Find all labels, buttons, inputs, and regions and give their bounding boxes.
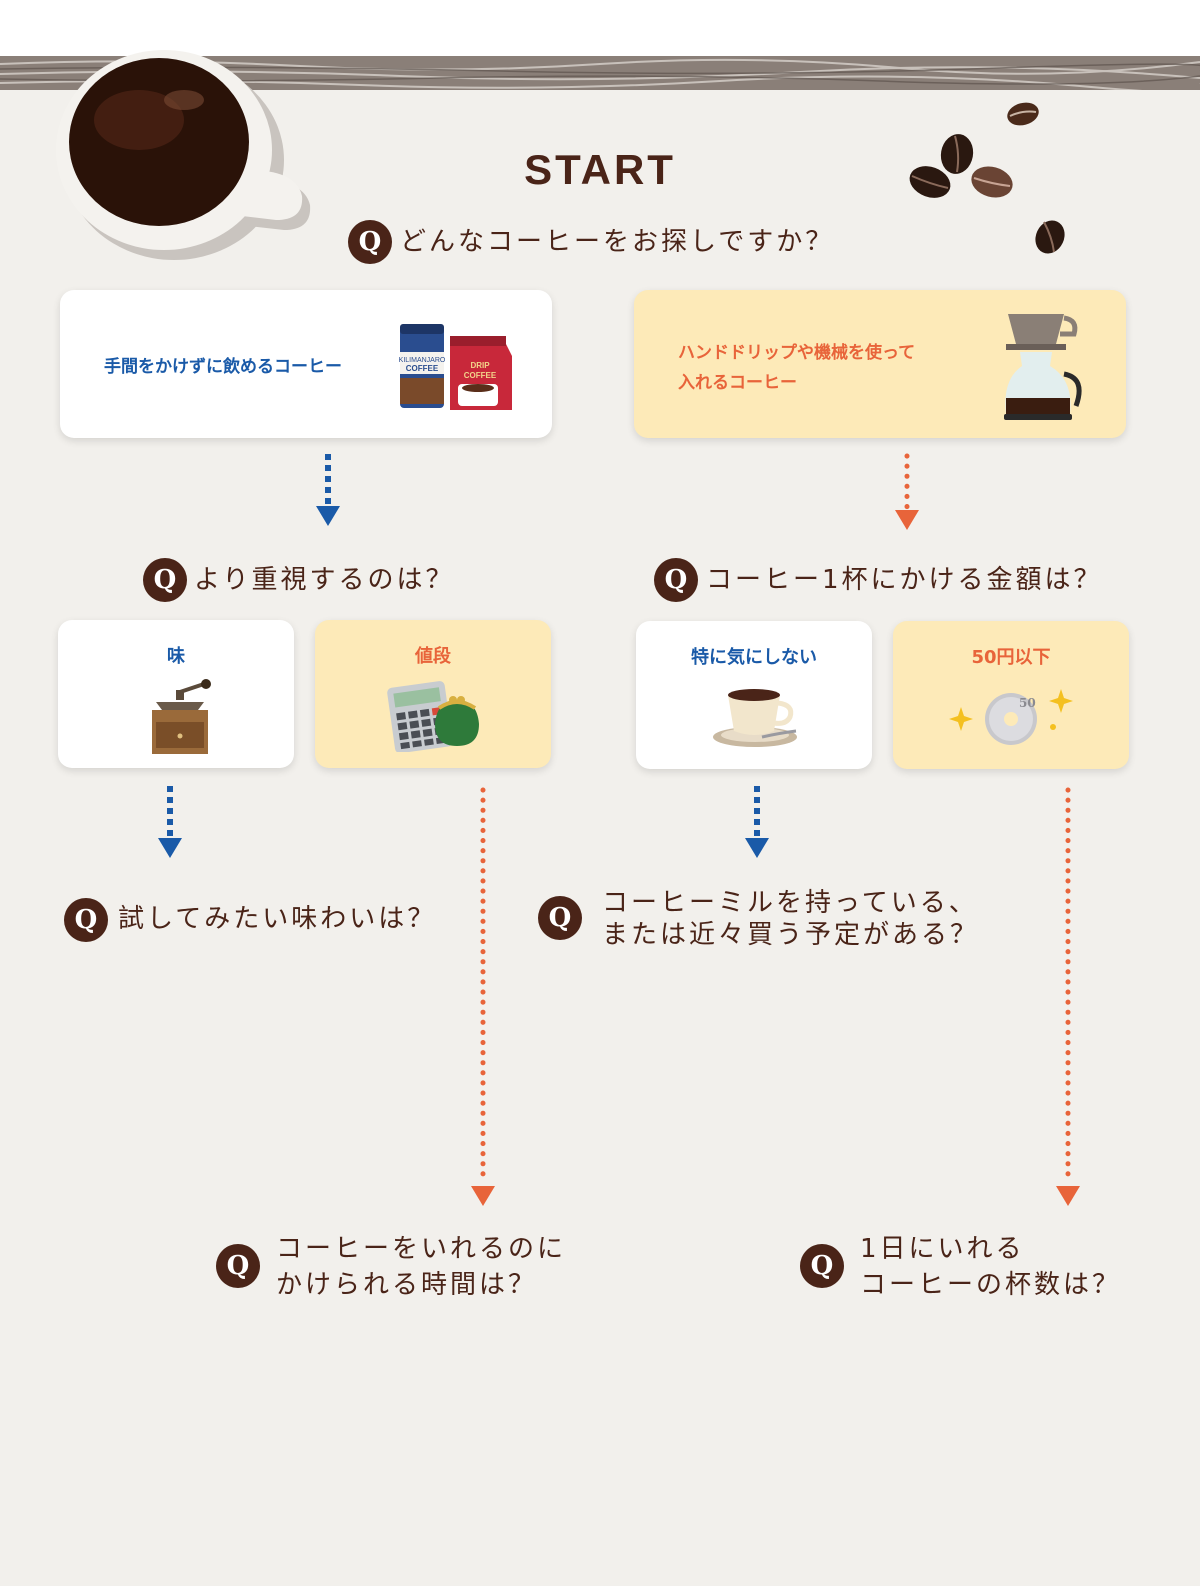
arrow-down-blue-q1: [316, 454, 340, 526]
q1-question: どんなコーヒーをお探しですか？: [400, 227, 835, 257]
q3-mill-question-line1: コーヒーミルを持っている、: [602, 888, 978, 918]
q2-left-question: より重視するのは？: [194, 565, 455, 595]
option-card-easy-coffee[interactable]: 手間をかけずに飲めるコーヒー KILIMANJARO COFFEE DRIP C…: [60, 290, 552, 438]
q3-taste-badge: Q: [64, 898, 108, 942]
svg-text:COFFEE: COFFEE: [464, 371, 497, 380]
option-label-no-care: 特に気にしない: [691, 647, 817, 668]
top-white-band: [0, 0, 1200, 56]
option-label-brew-coffee-line1: ハンドドリップや機械を使って: [678, 343, 916, 363]
q3-mill-badge: Q: [538, 896, 582, 940]
option-card-under-50-yen[interactable]: 50円以下 50: [893, 621, 1129, 769]
coffee-cup-top-view-icon: [56, 50, 311, 260]
option-card-brew-coffee[interactable]: ハンドドリップや機械を使って 入れるコーヒー: [634, 290, 1126, 438]
q4-time-badge: Q: [216, 1244, 260, 1288]
svg-text:KILIMANJARO: KILIMANJARO: [399, 357, 446, 364]
arrow-down-orange-q1: [895, 453, 919, 530]
option-label-brew-coffee-line2: 入れるコーヒー: [678, 373, 797, 393]
q4-cups-question-line2: コーヒーの杯数は？: [860, 1270, 1122, 1300]
q4-time-question-line1: コーヒーをいれるのに: [276, 1234, 567, 1264]
arrow-down-orange-price: [471, 787, 495, 1206]
q2-left-badge: Q: [143, 558, 187, 602]
coffee-grinder-icon: [152, 679, 211, 754]
option-label-under-50-yen: 50円以下: [971, 647, 1051, 668]
q3-taste-question: 試してみたい味わいは？: [118, 904, 437, 934]
arrow-down-blue-taste: [158, 786, 182, 858]
coin-50-icon: 50: [949, 689, 1073, 745]
calculator-purse-icon: [387, 681, 479, 752]
option-card-taste[interactable]: 味: [58, 620, 294, 768]
q4-time-question-line2: かけられる時間は？: [276, 1270, 538, 1300]
q4-cups-question-line1: 1日にいれる: [860, 1234, 1025, 1264]
option-card-no-care[interactable]: 特に気にしない: [636, 621, 872, 769]
coin-50-text: 50: [1019, 696, 1036, 710]
q2-right-question: コーヒー1杯にかける金額は？: [706, 565, 1103, 595]
start-title: START: [524, 146, 676, 193]
q3-mill-question-line2: または近々買う予定がある？: [602, 920, 980, 950]
option-label-taste: 味: [167, 646, 185, 667]
coffee-dripper-icon: [1004, 314, 1082, 420]
instant-coffee-icon: KILIMANJARO COFFEE DRIP COFFEE: [399, 324, 512, 410]
option-label-price: 値段: [415, 646, 451, 667]
coffee-cup-icon: [713, 689, 797, 747]
svg-text:DRIP: DRIP: [470, 361, 490, 370]
q4-cups-badge: Q: [800, 1244, 844, 1288]
q2-right-badge: Q: [654, 558, 698, 602]
coffee-beans-icon: [909, 102, 1065, 254]
arrow-down-orange-under-50: [1056, 787, 1080, 1206]
option-card-price[interactable]: 値段: [315, 620, 551, 768]
arrow-down-blue-no-care: [745, 786, 769, 858]
option-label-easy-coffee: 手間をかけずに飲めるコーヒー: [104, 357, 342, 377]
q1-badge: Q: [348, 220, 392, 264]
svg-text:COFFEE: COFFEE: [406, 364, 439, 373]
